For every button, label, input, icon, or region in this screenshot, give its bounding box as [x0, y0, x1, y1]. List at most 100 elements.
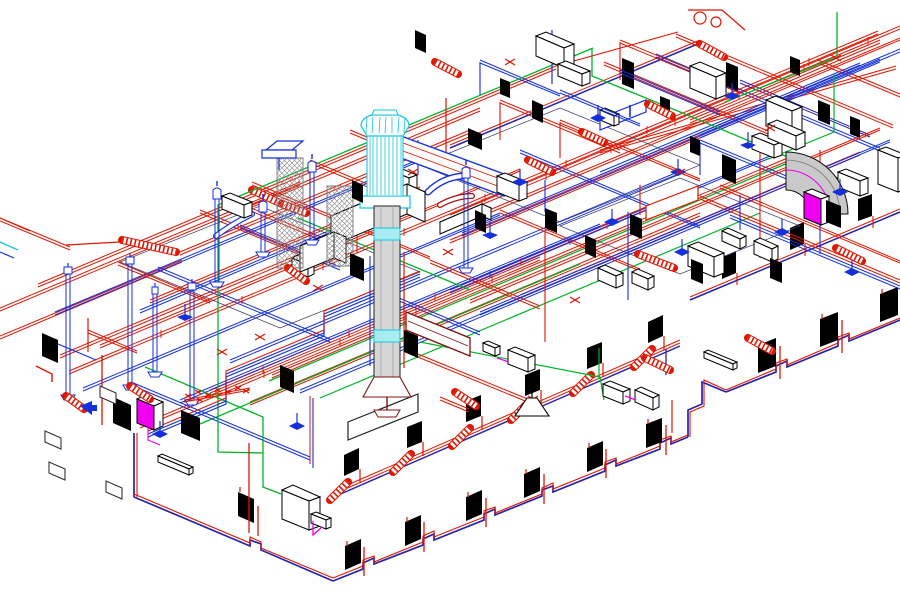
hatch-col-1-l13 [276, 197, 304, 225]
hatch-col-1-r47 [276, 236, 304, 264]
flex-14-rib [453, 389, 478, 409]
equip-box-7-front [877, 149, 899, 193]
damper-18 [475, 210, 486, 233]
hatch-col-2-l5 [326, 235, 354, 263]
damper-6 [532, 100, 543, 123]
radiator-fr2 [820, 312, 838, 347]
loop-front-right-r [725, 317, 900, 391]
zigzag-pipe-a [147, 273, 421, 435]
equip-box-25-front [631, 271, 649, 291]
fitting-x-9-2 [674, 168, 686, 176]
duct-blue-elbow-2i [425, 173, 465, 195]
shaft-base [373, 409, 401, 418]
equip-slab-1-front [157, 455, 190, 476]
left-edge-pair-a [87, 329, 138, 352]
diffuser-4-pan [482, 232, 498, 239]
hatch-col-1-r34 [276, 171, 304, 199]
duct-top-inner1 [402, 142, 504, 181]
damper-14 [404, 330, 418, 358]
damper-23 [790, 56, 800, 76]
radiator-row2-6 [648, 315, 663, 343]
manifold-valve-4-2 [214, 387, 222, 393]
flex-9-in [64, 393, 86, 412]
riser-4-cap [187, 282, 197, 291]
run-red-n2-b [271, 159, 791, 379]
riser-3-base [147, 371, 163, 378]
hatch-col-1-r42 [276, 211, 304, 239]
pump-rod-1-bulb [307, 160, 317, 173]
br-red-4-b [439, 399, 470, 413]
cab1-mag-line [147, 425, 161, 446]
diffuser-3-pan [177, 314, 193, 321]
hatch-col-2-r36 [326, 239, 354, 267]
run-red-m2-a [249, 212, 701, 403]
fitting-x-8-2 [569, 296, 581, 304]
flex-6-in [580, 129, 606, 145]
br-blue-5-b [479, 62, 561, 97]
equip-box-3-front [689, 65, 717, 100]
flex-11-in [286, 265, 308, 284]
manifold-valve-2-2 [194, 389, 202, 395]
radiator-fl1 [345, 539, 361, 570]
hatch-col-1-r30 [276, 157, 298, 179]
loop-front-left-n [332, 436, 689, 582]
hatch-col-1-r48 [276, 241, 304, 269]
equip-box-8-side [713, 252, 725, 278]
hatch-col-2-l8 [326, 220, 354, 248]
green-4b [144, 366, 282, 495]
damper-21 [500, 78, 510, 98]
equip-box-8-front [687, 245, 715, 278]
diffuser-8-pan [832, 188, 848, 196]
fitting-x-5-2 [764, 124, 776, 132]
run-red-i-b [599, 68, 897, 154]
manifold-valve-6-2 [234, 385, 242, 391]
hatch-col-1-l15 [276, 187, 304, 215]
radiator-fl4 [524, 467, 540, 498]
left-bit-cyan [0, 241, 19, 251]
equip-box-9-front [721, 230, 741, 250]
hatch-col-1-l10 [276, 212, 304, 240]
riser-3-cap [151, 286, 159, 295]
fitting-x-11-2 [830, 54, 842, 62]
br-blue-9-a [729, 214, 900, 287]
equip-box-24-front [597, 267, 617, 289]
manifold-pipe-a [183, 387, 251, 401]
riser-2-cap [125, 256, 135, 265]
diffuser-6-pan [724, 92, 740, 100]
hatch-col-2-l18 [341, 185, 354, 198]
hatch-col-2-l13 [326, 195, 354, 223]
tower-dome-rib-6 [403, 116, 406, 134]
damper-10 [545, 208, 557, 233]
equip-box-26-front [221, 195, 245, 219]
room-outline-2 [119, 205, 421, 329]
hatch-col-2-r37 [331, 244, 354, 267]
hatch-col-1-l7 [276, 227, 304, 255]
run-red-n4-b [59, 256, 301, 359]
radiator-fl3 [466, 490, 482, 521]
damper-1 [181, 410, 200, 441]
br-red-4-a [439, 396, 470, 410]
run-red-b-a [68, 30, 879, 372]
br-navy-1-b [739, 82, 871, 138]
duct-red-elbow-i [438, 194, 474, 207]
zigzag-pipe-b [147, 276, 421, 438]
spine-b-red-a [469, 127, 881, 301]
damper-15 [280, 365, 294, 393]
run-navy-top [449, 42, 701, 149]
br-red-18-b [699, 198, 900, 284]
flex-15b-rib [280, 201, 308, 216]
pump-top-c2 [710, 16, 722, 28]
equip-box-2-front [557, 63, 583, 87]
left-edge-pair-b [87, 332, 138, 354]
hatch-col-1-l6 [276, 232, 304, 260]
flex-row2-1-rib [327, 479, 351, 503]
br-blue-3-b [519, 152, 701, 229]
equip-16-mag [312, 521, 323, 537]
br-red-15-b [199, 212, 301, 256]
hatch-hat-brim [261, 149, 297, 159]
green-9 [765, 74, 835, 161]
wall-panel-3 [48, 461, 66, 481]
anchor-left [80, 401, 97, 415]
flex-row2-3-rib [449, 425, 473, 449]
hatch-col-1-r49 [281, 246, 304, 269]
